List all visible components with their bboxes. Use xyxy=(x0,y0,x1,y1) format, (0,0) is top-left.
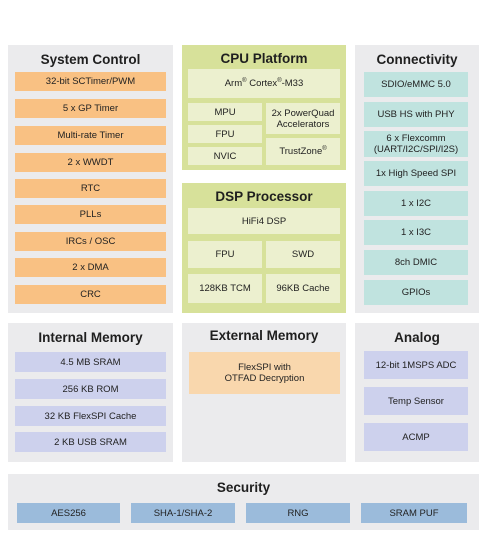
dsp-processor-panel: DSP Processor HiFi4 DSP FPU SWD 128KB TC… xyxy=(182,183,346,313)
powerquad-block: 2x PowerQuad Accelerators xyxy=(266,103,340,134)
security-panel: Security AES256 SHA-1/SHA-2 RNG SRAM PUF xyxy=(8,474,479,530)
usb-hs-block: USB HS with PHY xyxy=(364,102,468,127)
dsp-processor-title: DSP Processor xyxy=(215,189,313,204)
gp-timer-block: 5 x GP Timer xyxy=(15,99,166,118)
rom-block: 256 KB ROM xyxy=(15,379,166,399)
system-control-title: System Control xyxy=(40,52,141,67)
ircs-osc-block: IRCs / OSC xyxy=(15,232,166,251)
rtc-block: RTC xyxy=(15,179,166,198)
dma-block: 2 x DMA xyxy=(15,258,166,277)
high-speed-spi-block: 1x High Speed SPI xyxy=(364,161,468,186)
registered-mark: ® xyxy=(322,145,327,152)
gpios-block: GPIOs xyxy=(364,280,468,305)
fpu-block: FPU xyxy=(188,125,262,143)
m33-label: -M33 xyxy=(281,78,304,89)
security-title: Security xyxy=(216,480,271,495)
sdio-emmc-block: SDIO/eMMC 5.0 xyxy=(364,72,468,97)
arm-label: Arm xyxy=(224,78,243,89)
sha-block: SHA-1/SHA-2 xyxy=(131,503,235,523)
external-memory-title: External Memory xyxy=(209,328,319,343)
dmic-block: 8ch DMIC xyxy=(364,250,468,275)
adc-block: 12-bit 1MSPS ADC xyxy=(364,351,468,379)
analog-panel: Analog 12-bit 1MSPS ADC Temp Sensor ACMP xyxy=(355,323,479,462)
cpu-platform-panel: CPU Platform Arm® Cortex®-M33 MPU 2x Pow… xyxy=(182,45,346,170)
internal-memory-title: Internal Memory xyxy=(38,330,143,345)
i2c-block: 1 x I2C xyxy=(364,191,468,216)
swd-block: SWD xyxy=(266,241,340,268)
usb-sram-block: 2 KB USB SRAM xyxy=(15,432,166,452)
hifi4-dsp-block: HiFi4 DSP xyxy=(188,208,340,234)
cpu-platform-title: CPU Platform xyxy=(220,51,308,66)
sctimer-pwm-block: 32-bit SCTimer/PWM xyxy=(15,72,166,91)
cortex-m33-block: Arm® Cortex®-M33 xyxy=(188,69,340,98)
flexspi-cache-block: 32 KB FlexSPI Cache xyxy=(15,406,166,426)
tcm-block: 128KB TCM xyxy=(188,274,262,303)
system-control-panel: System Control 32-bit SCTimer/PWM 5 x GP… xyxy=(8,45,173,313)
nvic-block: NVIC xyxy=(188,147,262,165)
sram-puf-block: SRAM PUF xyxy=(361,503,467,523)
connectivity-title: Connectivity xyxy=(376,52,458,67)
wwdt-block: 2 x WWDT xyxy=(15,153,166,172)
trustzone-label: TrustZone xyxy=(279,146,323,157)
internal-memory-panel: Internal Memory 4.5 MB SRAM 256 KB ROM 3… xyxy=(8,323,173,462)
dsp-fpu-block: FPU xyxy=(188,241,262,268)
cache-block: 96KB Cache xyxy=(266,274,340,303)
crc-block: CRC xyxy=(15,285,166,304)
flexcomm-block: 6 x Flexcomm (UART/I2C/SPI/I2S) xyxy=(364,131,468,157)
cortex-label: Cortex xyxy=(246,78,278,89)
analog-title: Analog xyxy=(394,330,440,345)
connectivity-panel: Connectivity SDIO/eMMC 5.0 USB HS with P… xyxy=(355,45,479,313)
registered-mark: ® xyxy=(242,77,247,84)
plls-block: PLLs xyxy=(15,205,166,224)
i3c-block: 1 x I3C xyxy=(364,220,468,245)
flexspi-otfad-block: FlexSPI with OTFAD Decryption xyxy=(189,352,340,394)
acmp-block: ACMP xyxy=(364,423,468,451)
sram-block: 4.5 MB SRAM xyxy=(15,352,166,372)
rng-block: RNG xyxy=(246,503,350,523)
temp-sensor-block: Temp Sensor xyxy=(364,387,468,415)
external-memory-panel: External Memory FlexSPI with OTFAD Decry… xyxy=(182,323,346,462)
aes256-block: AES256 xyxy=(17,503,120,523)
trustzone-block: TrustZone® xyxy=(266,138,340,165)
registered-mark: ® xyxy=(277,77,282,84)
multi-rate-timer-block: Multi-rate Timer xyxy=(15,126,166,145)
mpu-block: MPU xyxy=(188,103,262,121)
